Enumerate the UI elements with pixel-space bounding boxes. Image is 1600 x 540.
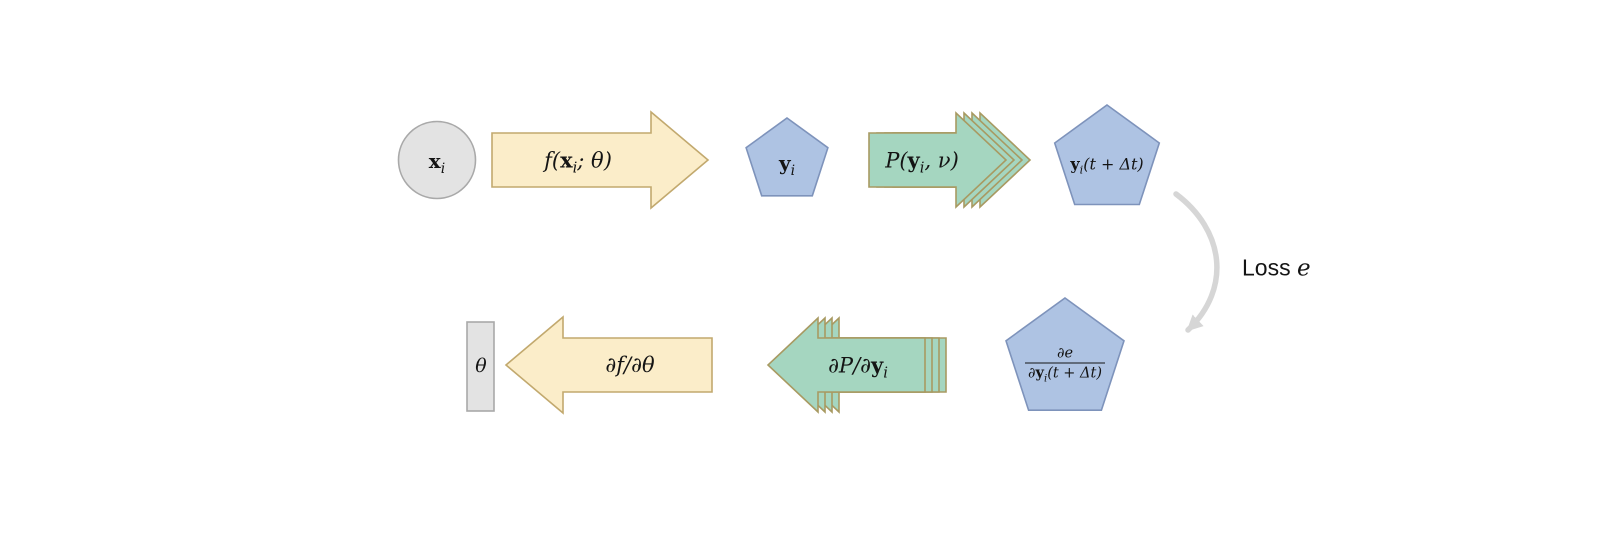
label-subscript: i — [440, 161, 446, 177]
loss-label-symbol: e — [1296, 255, 1311, 282]
label-text: θ — [475, 355, 487, 377]
loss-curved-arrow — [1173, 191, 1220, 333]
label-subscript: i — [790, 163, 796, 179]
label-vector: y — [871, 352, 884, 378]
label-text: (t + Δt) — [1083, 154, 1144, 174]
label-vector: y — [1070, 154, 1080, 174]
fraction-denominator: ∂yi(t + Δt) — [1025, 362, 1105, 385]
label-text: ∂P/∂ — [828, 353, 872, 378]
loss-label-text: Loss — [1242, 254, 1297, 281]
label-text: ∂ — [1028, 365, 1036, 382]
y-next-node-label: yi(t + Δt) — [1070, 154, 1144, 177]
gradient-node-label: ∂e ∂yi(t + Δt) — [1025, 339, 1105, 385]
label-vector: y — [1035, 364, 1044, 382]
label-vector: x — [560, 147, 573, 173]
theta-node-label: θ — [475, 355, 486, 377]
backward-f-arrow — [504, 315, 713, 415]
backward-p-arrow — [766, 316, 947, 414]
arrow-shape — [766, 316, 926, 414]
theta-node-rect — [466, 321, 495, 412]
gradient-node-pentagon — [1005, 297, 1125, 412]
input-node-circle — [397, 120, 477, 200]
label-vector: y — [907, 147, 920, 173]
loss-label: Loss e — [1242, 255, 1311, 282]
forward-p-arrow-label: P(yi, ν) — [885, 147, 959, 176]
label-subscript: i — [883, 364, 888, 382]
label-text: (t + Δt) — [1047, 365, 1102, 382]
y-node-label: yi — [778, 151, 795, 178]
label-subscript: i — [572, 159, 578, 177]
arrow-shape — [868, 111, 1008, 209]
fraction-numerator: ∂e — [1056, 345, 1074, 362]
y-node-pentagon — [745, 117, 829, 197]
label-text: ∂f/∂θ — [605, 353, 655, 377]
label-text: P( — [885, 148, 908, 173]
label-vector: x — [428, 149, 441, 173]
label-subscript: i — [1079, 163, 1084, 177]
forward-p-arrow — [868, 111, 1032, 209]
forward-f-arrow-label: f(xi; θ) — [544, 147, 612, 176]
backward-p-arrow-label: ∂P/∂yi — [828, 352, 888, 381]
label-subscript: i — [1043, 373, 1048, 385]
fraction: ∂e ∂yi(t + Δt) — [1025, 345, 1105, 385]
label-text: , ν) — [924, 148, 959, 173]
label-text: ; θ) — [577, 148, 612, 173]
y-next-node-pentagon — [1053, 104, 1161, 206]
label-text: f( — [544, 148, 561, 173]
backward-f-arrow-label: ∂f/∂θ — [605, 353, 654, 377]
label-subscript: i — [919, 159, 925, 177]
input-node-label: xi — [428, 149, 445, 176]
forward-f-arrow — [491, 110, 710, 210]
label-vector: y — [778, 151, 791, 175]
